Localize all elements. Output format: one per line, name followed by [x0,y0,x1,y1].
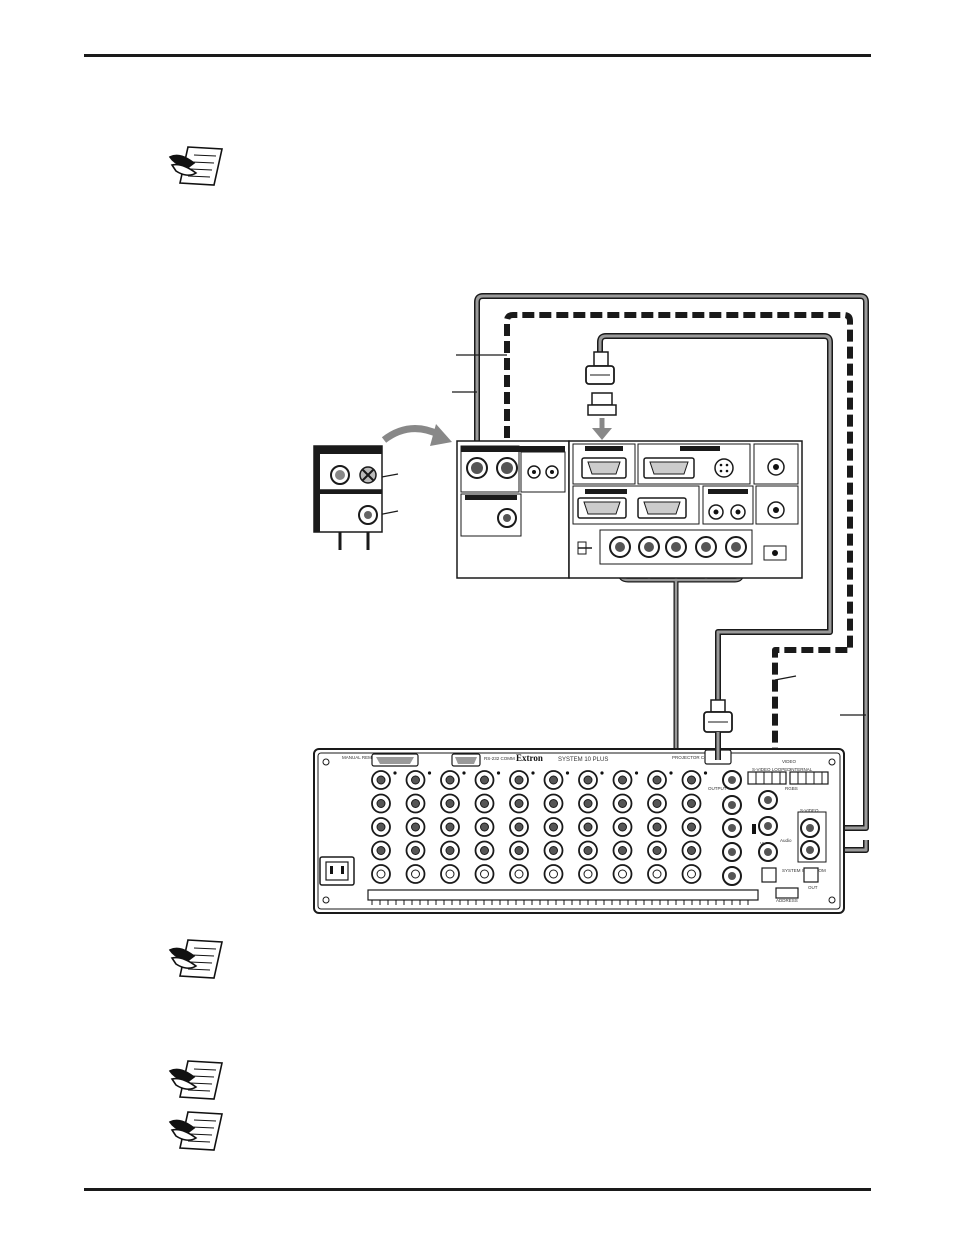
status-led [565,771,570,775]
switcher-input-bnc-pin [549,822,558,832]
svideo-looped-label: S-VIDEO LOOPED [752,767,791,772]
switcher-output-bnc-column [722,770,827,886]
switcher-input-bnc-pin [411,869,420,879]
switcher-input-bnc-pin [549,799,558,808]
switcher-input-bnc-pin [652,822,662,832]
switcher-input-bnc-pin [514,846,524,855]
switcher-input-bnc-pin [445,775,455,785]
switcher-input-bnc-pin [480,846,489,855]
switcher-vga-plug [703,699,733,733]
switcher-input-bnc-pin [411,822,420,832]
projector-rear-panel [456,440,803,579]
switcher-input-bnc-pin [687,799,696,808]
switcher-input-bnc-pin [618,869,627,879]
internal-label: INTERNAL [790,767,813,772]
out-label: OUT [808,885,818,890]
switcher-input-bnc-pin [480,775,489,785]
switcher-input-bnc-pin [376,869,386,879]
switcher-input-bnc-pin [514,775,524,785]
zoom-arrow [381,425,442,443]
status-led [427,771,432,775]
switcher-input-bnc-pin [583,799,593,808]
status-led [600,771,604,775]
top-rule [84,54,871,57]
video-cable [504,312,853,800]
switcher-input-bnc-pin [445,822,455,832]
manual-remote-label: MANUAL REMOTE [342,755,381,760]
status-led [393,771,397,775]
brand-logo-extron: Extron [516,753,543,763]
switcher-input-bnc-pin [583,822,593,832]
status-led [462,771,466,775]
projector-bnc-inputs [609,536,747,558]
audio-label: Audio [780,838,792,843]
note-pad-pen-icon [168,146,223,186]
switcher-input-bnc-pin [618,799,627,808]
status-led [496,771,501,775]
switcher-input-bnc-pin [549,775,558,785]
switcher-input-bnc-pin [480,799,489,808]
switcher-input-bnc-pin [376,775,386,785]
switcher-input-bnc-pin [687,869,696,879]
switcher-input-bnc-pin [376,822,386,832]
video-label: VIDEO [782,759,797,764]
switcher-input-bnc-pin [445,869,455,879]
model-label: SYSTEM 10 PLUS [558,757,608,763]
switcher-input-bnc-pin [549,869,558,879]
switcher-input-bnc-pin [376,799,386,808]
switcher-input-bnc-pin [583,846,593,855]
bottom-rule [84,1188,871,1191]
switcher-input-bnc-pin [652,846,662,855]
switcher-input-bnc-pin [514,799,524,808]
switcher-input-bnc-pin [687,822,696,832]
note-pad-pen-icon [168,1111,223,1151]
rgbs-label: RGBS [785,786,798,791]
switcher-input-bnc-pin [480,869,489,879]
output-label: OUTPUT [708,786,727,791]
status-led [531,771,535,775]
status-led [669,771,673,775]
switcher-input-bnc-pin [652,775,662,785]
note-pad-pen-icon [168,939,223,979]
switcher-input-bnc-pin [652,869,662,879]
audio-terminal-strip [367,889,759,901]
switcher-input-bnc-pin [618,822,627,832]
switcher-input-bnc-pin [514,869,524,879]
switcher-input-bnc-pin [445,846,455,855]
switcher-input-bnc-pin [583,869,593,879]
note-pad-pen-icon [168,1060,223,1100]
switcher-input-bnc-pin [618,775,627,785]
switcher-input-bnc-pin [411,799,420,808]
switcher-input-bnc-pin [411,846,420,855]
status-led [703,771,708,775]
input-detail-panel [313,445,383,533]
switcher-input-bnc-pin [687,846,696,855]
switcher-input-bnc-pin [652,799,662,808]
vga-plug-adapter [585,351,617,440]
switcher-input-bnc-pin [618,846,627,855]
switcher-input-bnc-pin [376,846,386,855]
switcher-input-bnc-pin [411,775,420,785]
switcher-input-bnc-pin [445,799,455,808]
svideo-label: S-VIDEO [800,808,819,813]
switcher-input-bnc-pin [480,822,489,832]
address-label: ADDRESS [776,898,798,903]
switcher-input-bnc-pin [549,846,558,855]
switcher-bnc-input-grid [371,770,708,884]
status-led [634,771,639,775]
switcher-input-bnc-pin [583,775,593,785]
projector-control-label: PROJECTOR CONTROL [672,755,723,760]
extron-switcher-rear-panel: MANUAL REMOTE RS-232 COMM Extron SYSTEM … [313,748,845,914]
switcher-input-bnc-pin [514,822,524,832]
switcher-input-bnc-pin [687,775,696,785]
rs232-comm-label: RS-232 COMM [484,756,515,761]
